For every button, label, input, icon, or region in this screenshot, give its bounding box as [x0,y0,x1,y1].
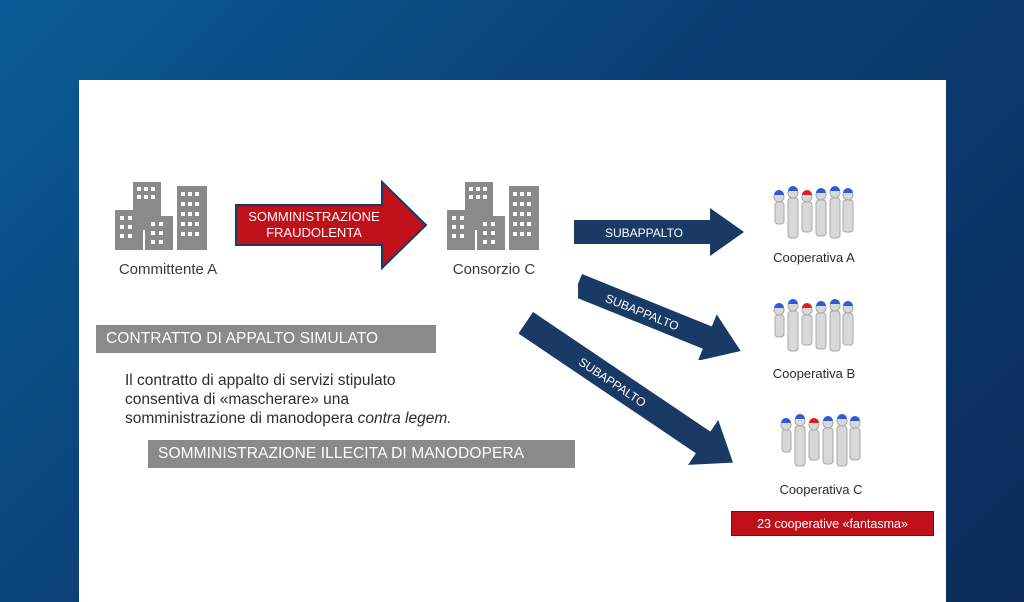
description-text: Il contratto di appalto di servizi stipu… [125,371,545,428]
workers-icon-a [773,186,854,239]
description-line3-italic: contra legem. [357,410,452,427]
subappalto-label-a: SUBAPPALTO [605,226,683,240]
somministrazione-fraudolenta-arrow: SOMMINISTRAZIONE FRAUDOLENTA [235,180,428,270]
description-line1: Il contratto di appalto di servizi stipu… [125,372,396,389]
subappalto-label-c: SUBAPPALTO [576,355,649,410]
committente-label: Committente A [118,261,218,278]
fantasma-badge: 23 cooperative «fantasma» [731,511,934,536]
somministrazione-illecita-box: SOMMINISTRAZIONE ILLECITA DI MANODOPERA [148,440,575,468]
subappalto-arrow-a: SUBAPPALTO [574,208,744,256]
description-line3: somministrazione di manodopera contra le… [125,409,545,428]
description-line2: consentiva di «mascherare» una [125,391,350,408]
main-arrow-line2: FRAUDOLENTA [266,225,362,240]
contratto-simulato-box: CONTRATTO DI APPALTO SIMULATO [96,325,436,353]
consorzio-label: Consorzio C [452,261,536,278]
workers-icon-b [773,299,854,352]
cooperativa-c-label: Cooperativa C [779,482,863,497]
building-icon-consorzio [447,182,539,250]
subappalto-arrow-b: SUBAPPALTO [578,274,741,360]
main-arrow-line1: SOMMINISTRAZIONE [248,209,380,224]
building-icon-committente [115,182,207,250]
workers-icon-c [780,414,861,467]
subappalto-arrow-c: SUBAPPALTO [519,312,733,465]
description-line3-plain: somministrazione di manodopera [125,410,358,427]
slide: Committente A Consorzio C SOMMINISTR [79,80,946,602]
cooperativa-a-label: Cooperativa A [773,250,855,265]
cooperativa-b-label: Cooperativa B [772,366,856,381]
